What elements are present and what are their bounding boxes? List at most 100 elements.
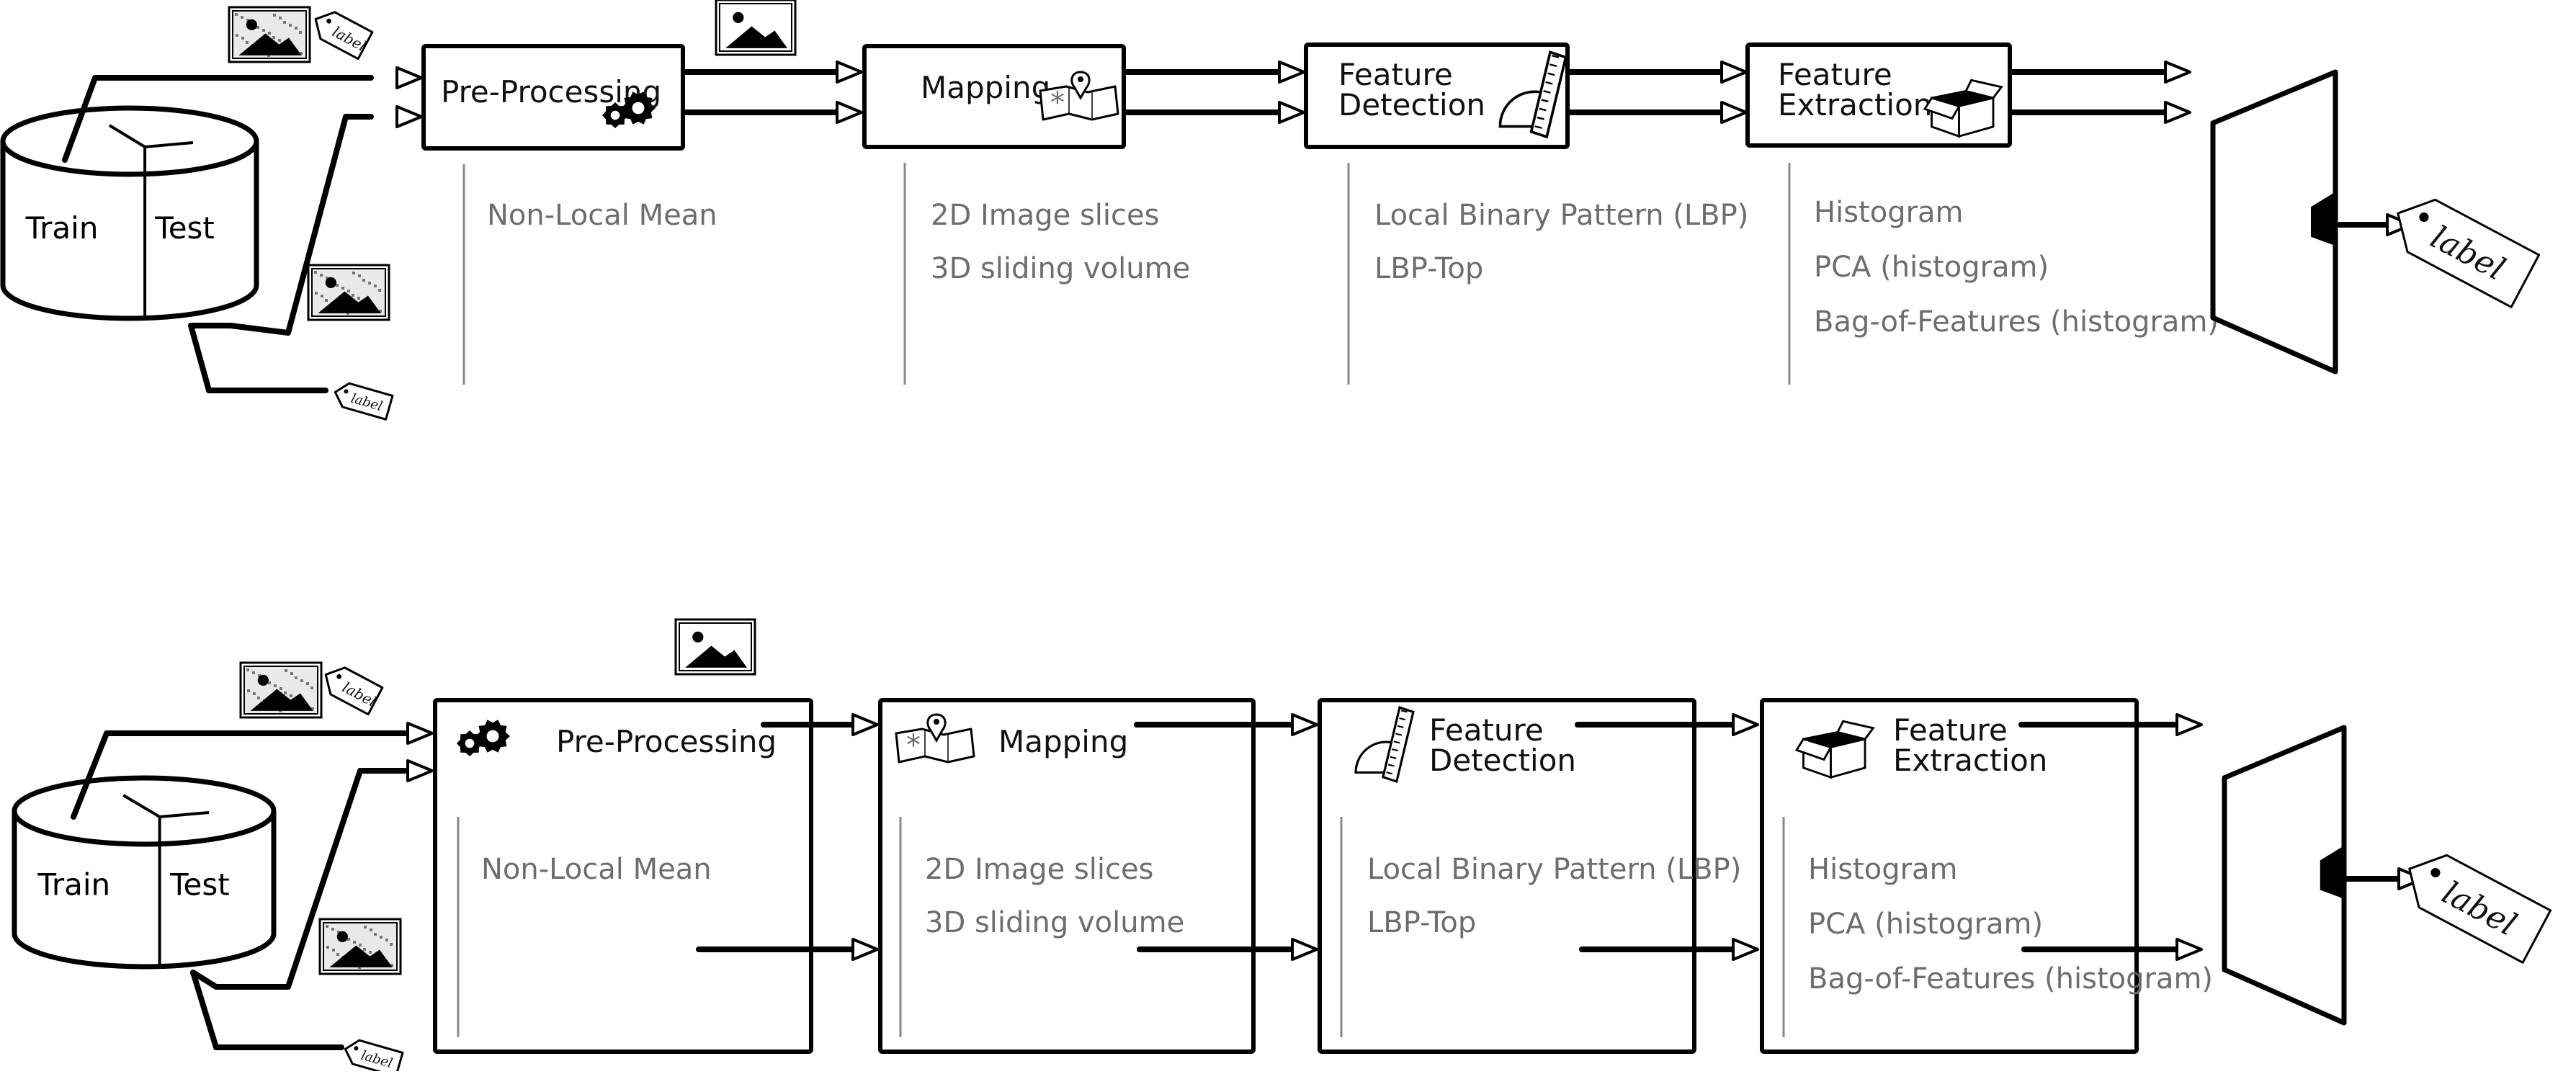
noise-speck bbox=[300, 679, 303, 682]
noise-speck bbox=[299, 31, 302, 34]
noise-speck bbox=[274, 684, 277, 687]
stage-title: Pre-Processing bbox=[556, 724, 777, 759]
method-item: Bag-of-Features (histogram) bbox=[1808, 962, 2213, 995]
db-split bbox=[122, 794, 210, 819]
noise-speck bbox=[290, 694, 292, 697]
stage-title: Pre-Processing bbox=[441, 74, 661, 109]
test-arrow-head bbox=[406, 759, 434, 782]
noise-speck bbox=[283, 21, 286, 24]
image-sun bbox=[692, 631, 704, 643]
classifier-notch bbox=[2320, 846, 2344, 899]
stage-box bbox=[433, 698, 813, 1054]
label-tag-icon: label bbox=[324, 666, 384, 716]
stage-title: Mapping bbox=[921, 70, 1050, 105]
ruler-tick bbox=[1541, 99, 1549, 103]
image-icon bbox=[228, 6, 311, 63]
noise-speck bbox=[347, 290, 350, 292]
image-sun bbox=[325, 277, 336, 288]
image-icon bbox=[239, 661, 323, 719]
method-item: 2D Image slices bbox=[925, 853, 1153, 886]
label-flow bbox=[190, 970, 344, 1050]
ruler-protractor-icon bbox=[1354, 706, 1415, 784]
ruler-tick bbox=[1386, 771, 1393, 775]
noise-speck bbox=[246, 19, 249, 22]
noise-speck bbox=[341, 287, 344, 290]
noise-speck bbox=[379, 310, 382, 313]
noise-speck bbox=[295, 676, 298, 679]
image-mountain bbox=[685, 645, 747, 668]
noise-speck bbox=[326, 925, 328, 928]
image-mountain bbox=[329, 945, 393, 967]
ruler-tick bbox=[1387, 764, 1395, 767]
noise-speck bbox=[321, 295, 323, 297]
gear-hole bbox=[632, 102, 645, 115]
method-item: 2D Image slices bbox=[931, 199, 1159, 232]
ruler-tick bbox=[1397, 725, 1404, 728]
noise-speck bbox=[236, 34, 238, 37]
db-top bbox=[0, 105, 259, 177]
noise-speck bbox=[235, 13, 238, 16]
image-mountain bbox=[318, 291, 381, 313]
noise-speck bbox=[279, 17, 282, 19]
noise-speck bbox=[374, 933, 377, 936]
image-mountain bbox=[725, 26, 787, 48]
ruler-tick bbox=[1395, 733, 1403, 736]
noise-speck bbox=[258, 674, 261, 677]
tag-body bbox=[324, 666, 384, 716]
stage-link-head bbox=[2164, 101, 2191, 124]
gears-icon bbox=[457, 720, 510, 756]
stage-link-head bbox=[1291, 713, 1318, 736]
method-item: Non-Local Mean bbox=[487, 199, 717, 232]
gears-icon bbox=[602, 91, 656, 128]
box-flap-left bbox=[1794, 738, 1833, 761]
stage-link-head bbox=[836, 101, 863, 124]
test-flow bbox=[188, 114, 374, 336]
box-flap-right bbox=[1964, 79, 2003, 99]
classifier-icon bbox=[2222, 725, 2347, 1026]
map-icon: * bbox=[1039, 71, 1119, 121]
stage-title-line: Extraction bbox=[1778, 87, 1932, 122]
classifier-plane bbox=[2210, 69, 2338, 375]
test-label: Test bbox=[169, 867, 230, 902]
image-sun bbox=[336, 931, 348, 942]
noise-speck bbox=[368, 282, 371, 285]
stage-title-line: Mapping bbox=[998, 724, 1128, 759]
noise-speck bbox=[378, 289, 381, 292]
noise-speck bbox=[315, 292, 318, 295]
noise-speck bbox=[390, 964, 393, 967]
map-sheet bbox=[1039, 85, 1119, 121]
tag-body bbox=[334, 382, 394, 421]
box-right bbox=[1958, 97, 1995, 138]
noise-speck bbox=[311, 707, 314, 710]
classifier-icon bbox=[2210, 69, 2338, 375]
map-pin-dot bbox=[1078, 76, 1083, 82]
test-flow bbox=[190, 768, 408, 990]
label-tag-icon: label bbox=[2397, 198, 2541, 308]
image-mountain bbox=[238, 33, 302, 55]
stage-box bbox=[878, 698, 1256, 1054]
image-icon bbox=[307, 264, 390, 321]
stage-title-line: Detection bbox=[1429, 743, 1576, 778]
classifier-plane bbox=[2222, 725, 2347, 1026]
train-label: Train bbox=[37, 867, 110, 902]
image-sun bbox=[733, 12, 744, 23]
noise-speck bbox=[325, 299, 328, 302]
ruler-tick bbox=[1539, 107, 1547, 112]
noise-speck bbox=[358, 274, 361, 277]
db-body bbox=[12, 811, 277, 970]
stage-link-head bbox=[2175, 713, 2203, 736]
method-item: Local Binary Pattern (LBP) bbox=[1367, 853, 1741, 886]
noise-speck bbox=[326, 277, 328, 279]
stage-title-line: Feature bbox=[1338, 57, 1453, 92]
noise-speck bbox=[336, 284, 339, 287]
method-item: 3D sliding volume bbox=[931, 252, 1190, 285]
stage-link-head bbox=[1732, 713, 1759, 736]
box-flap-left bbox=[1923, 97, 1961, 120]
noise-speck bbox=[256, 26, 259, 29]
noise-speck bbox=[346, 312, 349, 315]
stage-link-head bbox=[1732, 938, 1759, 961]
